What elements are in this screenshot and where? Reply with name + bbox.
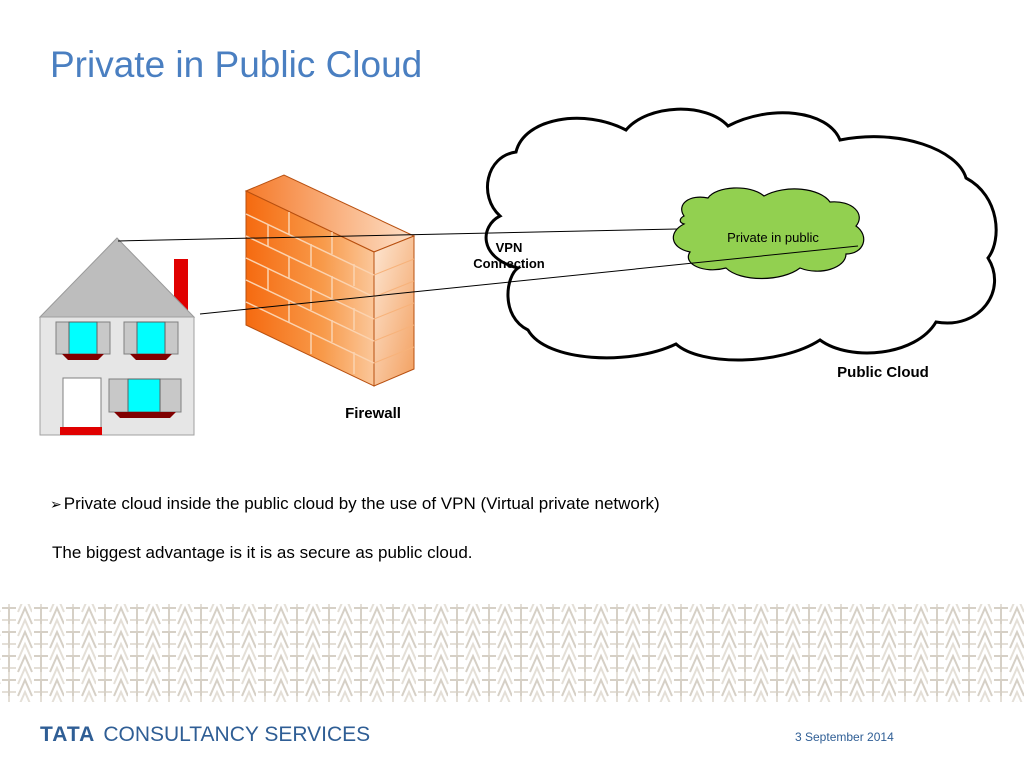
vpn-line (117, 228, 678, 242)
tcs-logo: TATA CONSULTANCY SERVICES (40, 722, 370, 748)
bullet-text: Private cloud inside the public cloud by… (63, 494, 660, 513)
logo-company: CONSULTANCY SERVICES (103, 723, 371, 746)
slide-title: Private in Public Cloud (50, 44, 423, 85)
window-icon (108, 378, 182, 418)
house-icon (38, 237, 196, 436)
firewall-icon (244, 174, 416, 387)
firewall-label: Firewall (345, 405, 401, 422)
network-diagram: Firewall Private in public VPN Connectio… (38, 107, 998, 436)
bullet-arrow-icon: ➢ (50, 496, 62, 512)
window-icon (55, 321, 111, 360)
private-cloud-shape (672, 187, 865, 280)
footer-date: 3 September 2014 (795, 730, 894, 744)
door-icon (60, 377, 102, 435)
bullet-point: ➢Private cloud inside the public cloud b… (50, 494, 660, 514)
tata-pattern-band (0, 604, 1024, 702)
private-cloud-label: Private in public (727, 230, 819, 245)
chimney (174, 259, 188, 311)
house-roof (38, 237, 196, 318)
vpn-label-line1: VPN (496, 240, 523, 255)
window-icon (123, 321, 179, 360)
vpn-line (199, 245, 859, 315)
advantage-text: The biggest advantage is it is as secure… (52, 543, 473, 562)
public-cloud-label: Public Cloud (837, 364, 929, 381)
logo-brand: TATA (40, 723, 96, 746)
vpn-label-line2: Connection (473, 256, 545, 271)
